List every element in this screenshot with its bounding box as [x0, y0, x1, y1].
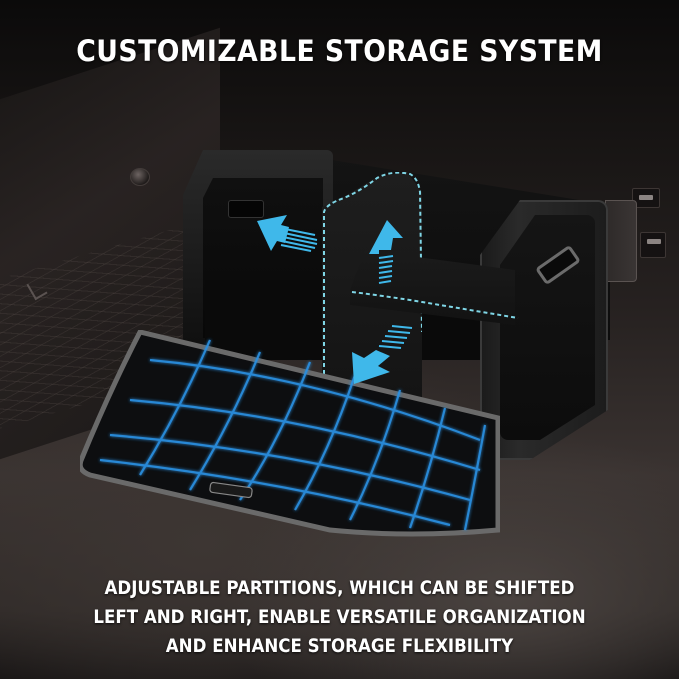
lid-flap [605, 200, 637, 282]
page-title: CUSTOMIZABLE STORAGE SYSTEM [76, 34, 603, 68]
left-handle-icon [228, 200, 264, 218]
mat-pull-tab-icon [209, 481, 253, 499]
down-left-arrow-icon [352, 325, 413, 384]
up-arrow-icon [369, 220, 403, 284]
bolt-icon [130, 168, 150, 186]
trunk-button-icon [632, 188, 660, 208]
caption-line: AND ENHANCE STORAGE FLEXIBILITY [165, 636, 514, 657]
caption: ADJUSTABLE PARTITIONS, WHICH CAN BE SHIF… [34, 574, 645, 661]
organizer-right-wall-inner [500, 215, 595, 440]
lid-mat [80, 330, 500, 537]
shelf-outline-icon [351, 291, 519, 319]
trunk-button-icon [640, 232, 666, 258]
left-arrow-icon [257, 215, 318, 252]
caption-line: LEFT AND RIGHT, ENABLE VERSATILE ORGANIZ… [93, 607, 586, 628]
caption-line: ADJUSTABLE PARTITIONS, WHICH CAN BE SHIF… [104, 578, 575, 599]
